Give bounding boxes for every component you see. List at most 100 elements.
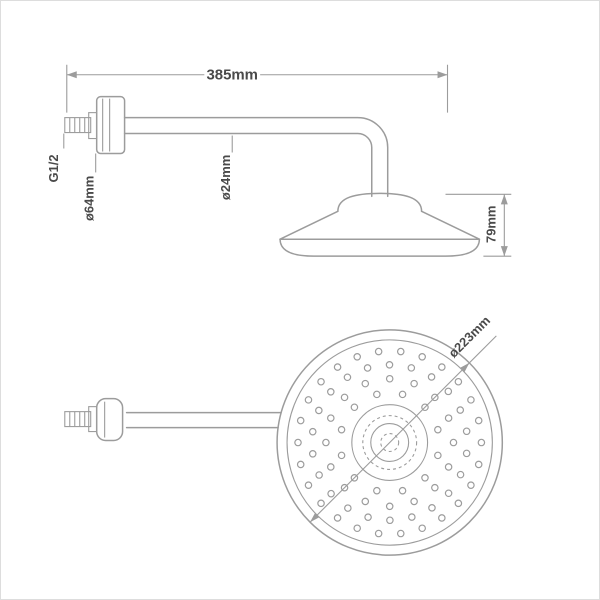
spray-nozzle [398, 390, 407, 399]
spray-nozzle [317, 499, 325, 508]
spray-nozzles [294, 347, 486, 538]
spray-nozzle [327, 463, 335, 471]
spray-nozzle [385, 374, 394, 383]
spray-nozzle [456, 470, 465, 479]
side-view: 385mm [46, 64, 512, 257]
spray-nozzle [467, 396, 475, 404]
spray-nozzle [431, 393, 439, 402]
shower-arm [123, 116, 389, 198]
dim-head-height: 79mm [445, 193, 512, 257]
spray-nozzle [385, 502, 394, 511]
spray-nozzle [408, 513, 416, 521]
head-inner-rim-circle [286, 339, 493, 546]
dim-face-diameter: ø223mm [309, 313, 497, 523]
wall-flange-bottom [95, 397, 124, 442]
spray-nozzle [421, 474, 429, 482]
dim-thread: G1/2 [46, 133, 65, 182]
spray-nozzle [327, 388, 335, 396]
spray-nozzle [454, 377, 463, 386]
spray-nozzle [374, 347, 383, 356]
spray-nozzle [373, 390, 381, 399]
thread-stub [64, 117, 92, 134]
spray-nozzle [477, 438, 486, 447]
dim-arm-length-label: 385mm [206, 67, 257, 84]
spray-nozzle [418, 353, 426, 361]
spray-nozzle [322, 438, 330, 447]
spray-nozzle [344, 504, 352, 512]
thread-ribs-bottom [69, 411, 86, 427]
spray-nozzle [438, 363, 446, 371]
spray-nozzle [444, 489, 453, 498]
spray-nozzle [317, 377, 325, 386]
spray-nozzle [340, 483, 349, 492]
spray-nozzle [363, 364, 372, 372]
dim-flange-label: ø64mm [82, 176, 97, 221]
spray-nozzle [444, 463, 453, 471]
spray-nozzle [421, 403, 429, 412]
spray-nozzle [474, 460, 483, 469]
spray-nozzle [315, 406, 323, 415]
spray-nozzle [444, 387, 453, 396]
spray-nozzle [364, 513, 372, 521]
spray-nozzle [418, 524, 426, 533]
spray-nozzle [337, 451, 346, 460]
hub-dashed-circle [362, 415, 418, 470]
dim-flange-diameter: ø64mm [82, 153, 97, 221]
spray-nozzle [327, 489, 335, 498]
collar [88, 112, 98, 140]
wall-fixture [64, 95, 126, 155]
spray-nozzle [386, 516, 394, 525]
spray-nozzle [396, 347, 405, 356]
wall-fixture-bottom [64, 397, 282, 442]
spray-nozzle [353, 524, 361, 533]
head-outer-circle [276, 329, 504, 556]
bottom-view: ø223mm [64, 313, 504, 556]
spray-nozzle [350, 403, 359, 412]
wall-flange-detail [102, 98, 111, 152]
spray-nozzle [431, 483, 439, 492]
spray-nozzle [296, 416, 305, 425]
dim-head-height-label: 79mm [483, 206, 498, 243]
dim-face-diameter-label: ø223mm [445, 313, 493, 361]
wall-flange [95, 95, 126, 155]
head-rim-body [279, 238, 481, 257]
spray-nozzle [444, 414, 453, 422]
spray-nozzle [434, 425, 442, 434]
spray-nozzle [374, 529, 383, 538]
head-shoulder [337, 192, 423, 213]
dim-arm-length: 385mm [66, 64, 449, 113]
spray-nozzle [333, 363, 342, 371]
spray-nozzle [449, 438, 458, 447]
spray-nozzle [373, 486, 381, 495]
spray-nozzle [385, 360, 394, 369]
spray-nozzle [396, 529, 405, 538]
thread-ribs [69, 117, 86, 133]
spray-nozzle [340, 393, 349, 402]
spray-nozzle [456, 406, 465, 414]
spray-nozzle [454, 499, 463, 508]
dim-arm-diameter-label: ø24mm [218, 155, 233, 200]
spray-nozzle [308, 427, 317, 436]
spray-nozzle [398, 486, 407, 495]
spray-nozzle [462, 427, 471, 436]
spray-nozzle [428, 504, 436, 512]
spray-nozzle [350, 474, 359, 482]
spray-nozzle [361, 379, 370, 388]
spray-nozzle [438, 514, 446, 522]
spray-nozzle [315, 471, 323, 479]
spray-nozzle [343, 373, 352, 382]
shower-head-face [276, 329, 504, 556]
spray-nozzle [296, 460, 305, 469]
dim-arm-diameter: ø24mm [218, 135, 233, 200]
spray-nozzle [462, 449, 471, 458]
arm-inner-edge [123, 132, 373, 198]
spray-nozzle [304, 396, 313, 404]
spray-nozzle [410, 497, 418, 506]
spray-nozzle [333, 514, 342, 522]
spray-nozzle [304, 481, 313, 489]
thread-stub-bottom [64, 411, 92, 428]
spray-nozzle [353, 353, 361, 361]
spray-nozzle [294, 438, 302, 447]
